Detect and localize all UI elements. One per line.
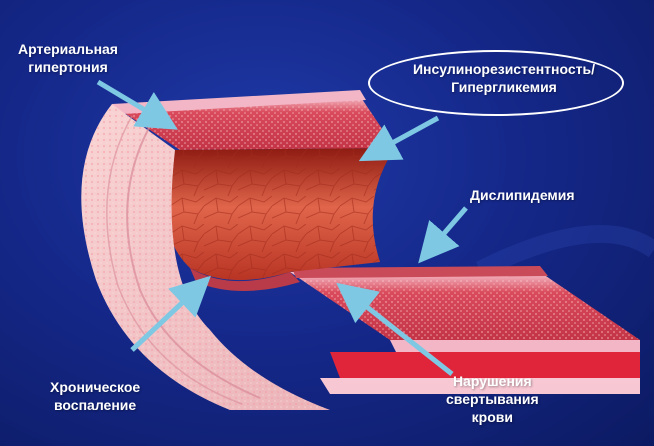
lower-intima-edge <box>292 266 548 278</box>
lower-adventitia <box>390 340 640 352</box>
label-line: Хроническое <box>50 378 140 396</box>
label-insulin-resistance: Инсулинорезистентность/ Гипергликемия <box>374 60 634 96</box>
label-line: крови <box>446 408 539 426</box>
label-line: Нарушения <box>446 372 539 390</box>
label-line: Гипергликемия <box>374 78 634 96</box>
label-line: Инсулинорезистентность/ <box>374 60 634 78</box>
lower-wall-texture <box>290 272 640 340</box>
label-line: Артериальная <box>18 40 118 58</box>
endothelium-cells <box>165 148 395 280</box>
label-arterial-hypertension: Артериальная гипертония <box>18 40 118 76</box>
label-line: свертывания <box>446 390 539 408</box>
label-coagulation-disorders: Нарушения свертывания крови <box>446 372 539 426</box>
arrow-dyslipidemia <box>428 208 466 252</box>
label-chronic-inflammation: Хроническое воспаление <box>50 378 140 414</box>
background-swirl <box>480 234 654 270</box>
label-line: воспаление <box>50 396 140 414</box>
label-line: Дислипидемия <box>470 186 575 204</box>
label-dyslipidemia: Дислипидемия <box>470 186 575 204</box>
label-line: гипертония <box>18 58 118 76</box>
